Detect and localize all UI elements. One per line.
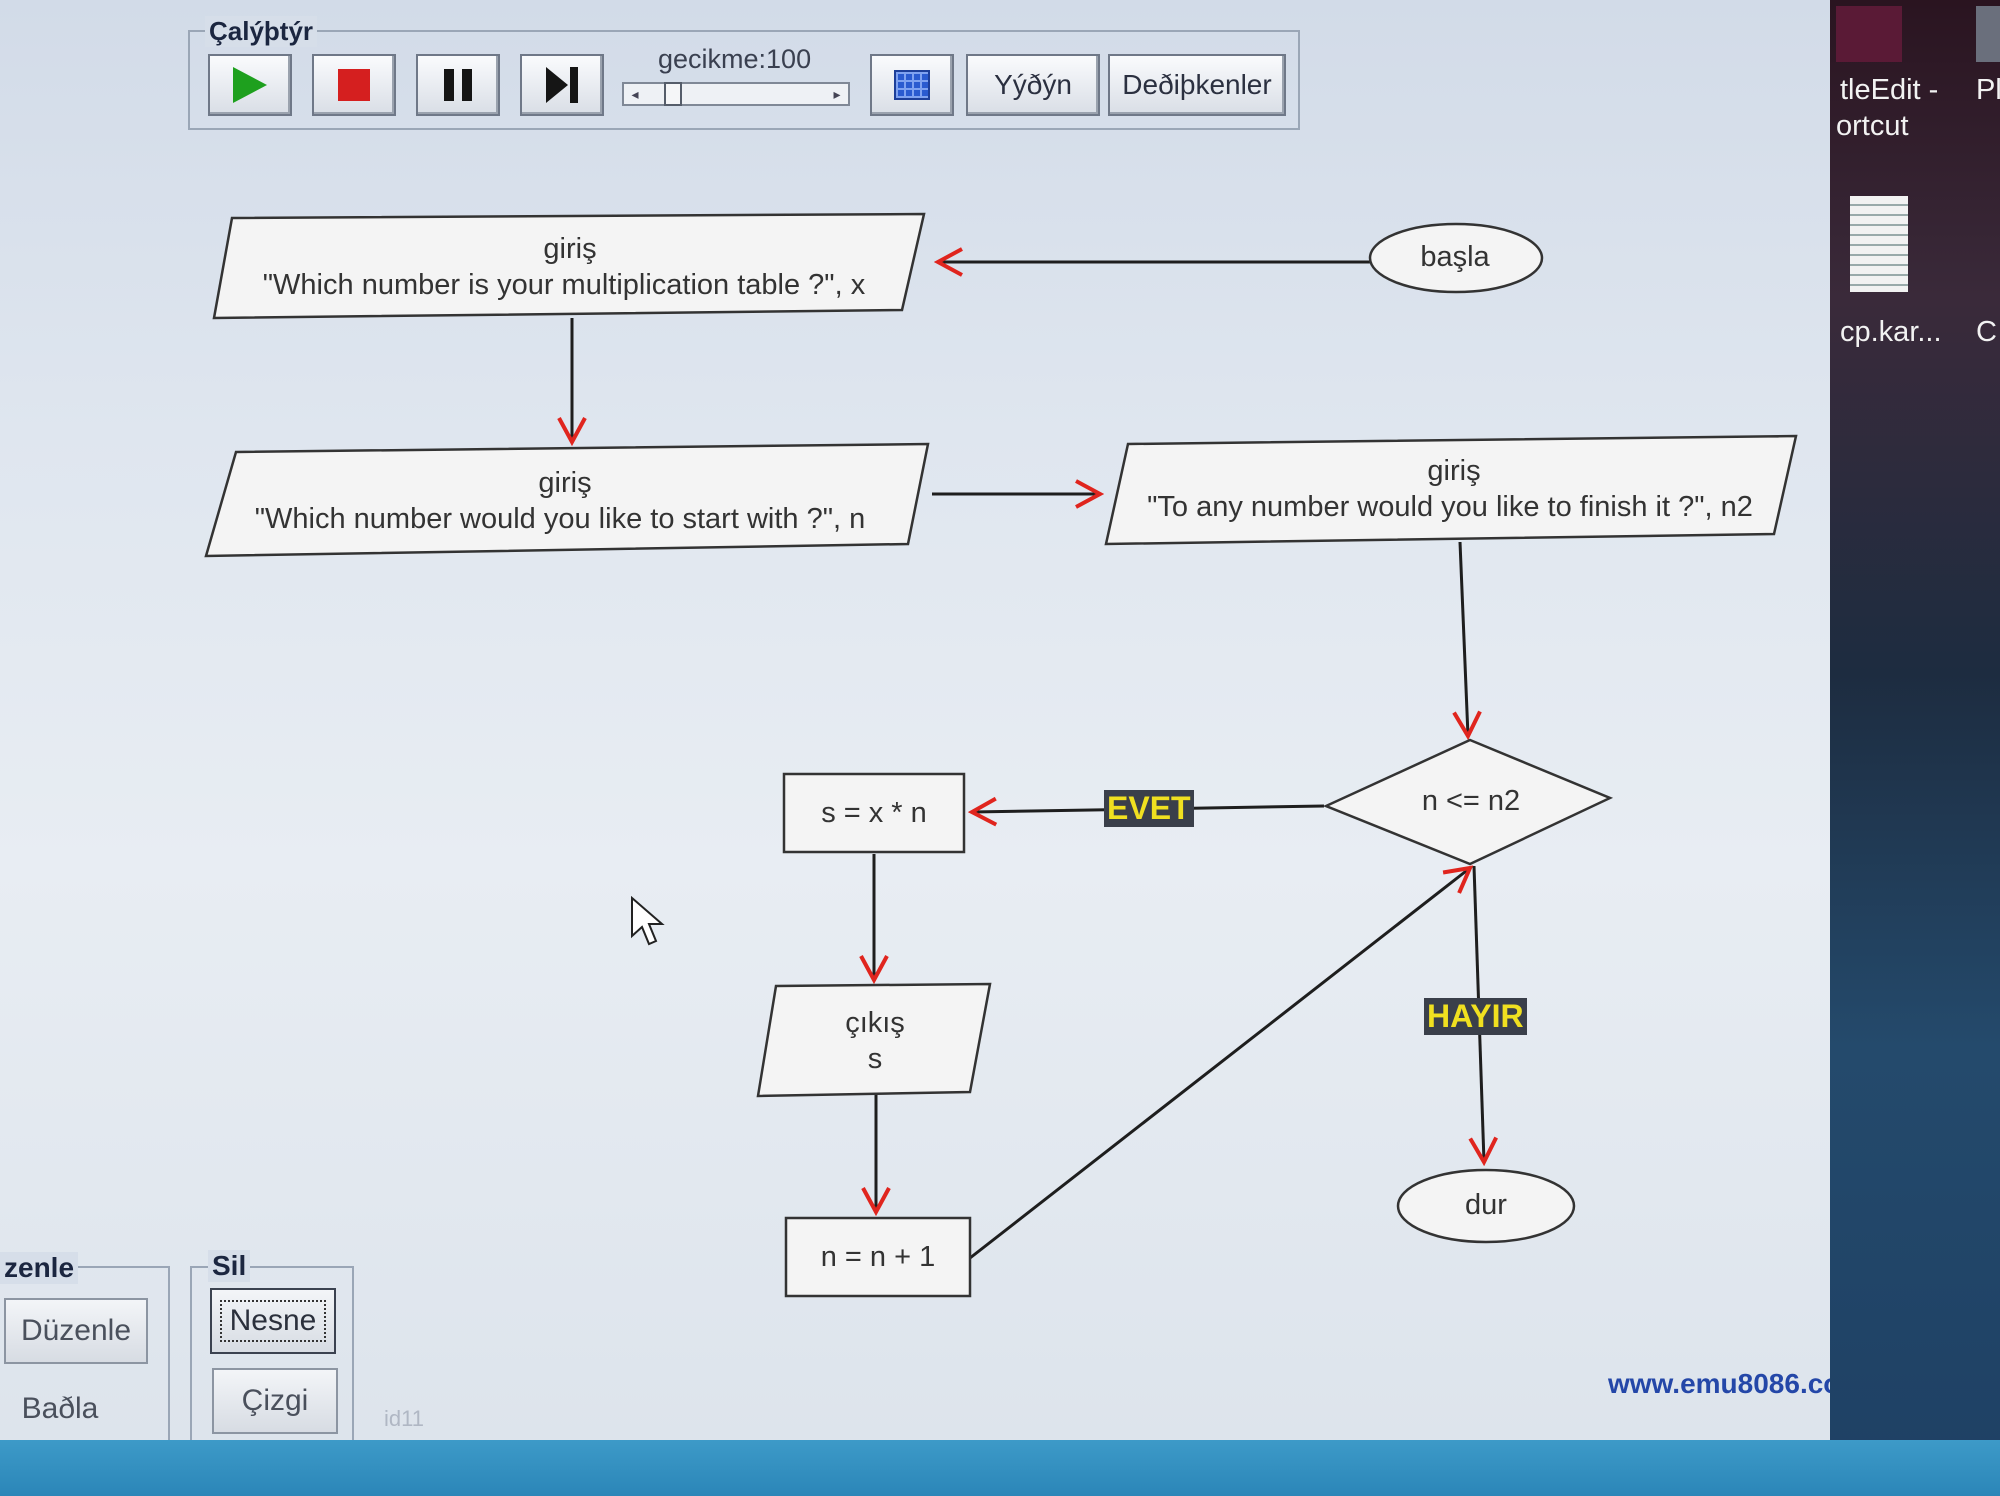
input2-parallelogram	[204, 442, 930, 558]
output-title: çıkış	[845, 1007, 905, 1039]
desktop-icon-4-label[interactable]: C	[1976, 316, 1997, 348]
desktop-icon-1-line1[interactable]: tleEdit -	[1840, 74, 1939, 106]
connect-button[interactable]: Baðla	[21, 1392, 99, 1425]
delay-slider[interactable]: ◂ ▸	[622, 82, 850, 106]
start-label: başla	[1420, 241, 1490, 273]
flowchart-canvas	[204, 212, 1798, 1298]
process1-rect	[782, 772, 966, 854]
desktop-icon-1-line2[interactable]: ortcut	[1836, 110, 1909, 142]
decision-label: n <= n2	[1421, 785, 1521, 817]
desktop-app-icon[interactable]	[1836, 6, 1902, 62]
connector-loop-back	[969, 868, 1470, 1260]
connector-input3-decision	[1460, 541, 1468, 736]
stop-icon	[338, 69, 370, 101]
pause-button[interactable]	[416, 54, 500, 116]
output-parallelogram	[756, 982, 992, 1098]
delete-object-button[interactable]: Nesne	[210, 1288, 336, 1354]
variables-button[interactable]: Deðiþkenler	[1108, 54, 1286, 116]
pause-icon	[444, 69, 472, 101]
run-toolbar-group	[188, 30, 1300, 130]
edit-button[interactable]: Düzenle	[4, 1298, 148, 1364]
process2-label: n = n + 1	[820, 1241, 936, 1273]
process1-label: s = x * n	[821, 797, 927, 829]
delete-group-title: Sil	[208, 1250, 251, 1282]
input1-title: giriş	[543, 233, 597, 265]
play-icon	[233, 67, 267, 103]
input2-text: "Which number would you like to start wi…	[254, 503, 866, 535]
step-forward-icon	[546, 67, 578, 103]
delete-line-button[interactable]: Çizgi	[212, 1368, 338, 1434]
input1-text: "Which number is your multiplication tab…	[262, 269, 866, 301]
desktop-icon-2-label[interactable]: Pl	[1976, 74, 2000, 106]
desktop-icon-2[interactable]	[1976, 6, 2000, 62]
delete-object-label: Nesne	[219, 1300, 327, 1342]
flowchart-editor-window: Çalýþtýr gecikme:100 ◂ ▸ Yýðýn Deðiþkenl…	[0, 0, 1890, 1442]
grid-icon	[894, 70, 930, 100]
input1-parallelogram	[212, 212, 926, 320]
process2-rect	[784, 1216, 972, 1298]
slider-thumb[interactable]	[664, 82, 682, 106]
end-label: dur	[1465, 1189, 1507, 1221]
desktop-icon-3-label[interactable]: cp.kar...	[1840, 316, 1942, 348]
yes-label: EVET	[1104, 790, 1194, 827]
grid-button[interactable]	[870, 54, 954, 116]
output-text: s	[867, 1043, 883, 1075]
website-link[interactable]: www.emu8086.com	[1608, 1368, 1866, 1399]
slider-right-arrow-icon[interactable]: ▸	[833, 86, 841, 102]
run-toolbar-title: Çalýþtýr	[205, 16, 318, 47]
input3-parallelogram	[1104, 434, 1798, 546]
input3-title: giriş	[1427, 455, 1481, 487]
taskbar	[0, 1440, 2000, 1496]
start-terminal	[1368, 222, 1544, 294]
no-label: HAYIR	[1424, 998, 1527, 1035]
mouse-cursor-icon	[631, 896, 665, 946]
stop-button[interactable]	[312, 54, 396, 116]
decision-diamond	[1322, 738, 1614, 866]
input3-text: "To any number would you like to finish …	[1147, 491, 1753, 523]
slider-left-arrow-icon[interactable]: ◂	[631, 86, 639, 102]
step-button[interactable]	[520, 54, 604, 116]
edit-group-title: zenle	[0, 1252, 79, 1284]
status-id: id11	[384, 1406, 424, 1431]
stack-button[interactable]: Yýðýn	[966, 54, 1100, 116]
end-terminal	[1396, 1168, 1576, 1244]
delay-label: gecikme:100	[658, 44, 812, 74]
run-button[interactable]	[208, 54, 292, 116]
desktop-background: tleEdit - ortcut Pl cp.kar... C	[1830, 0, 2000, 1496]
input2-title: giriş	[538, 467, 592, 499]
document-icon[interactable]	[1850, 196, 1908, 292]
